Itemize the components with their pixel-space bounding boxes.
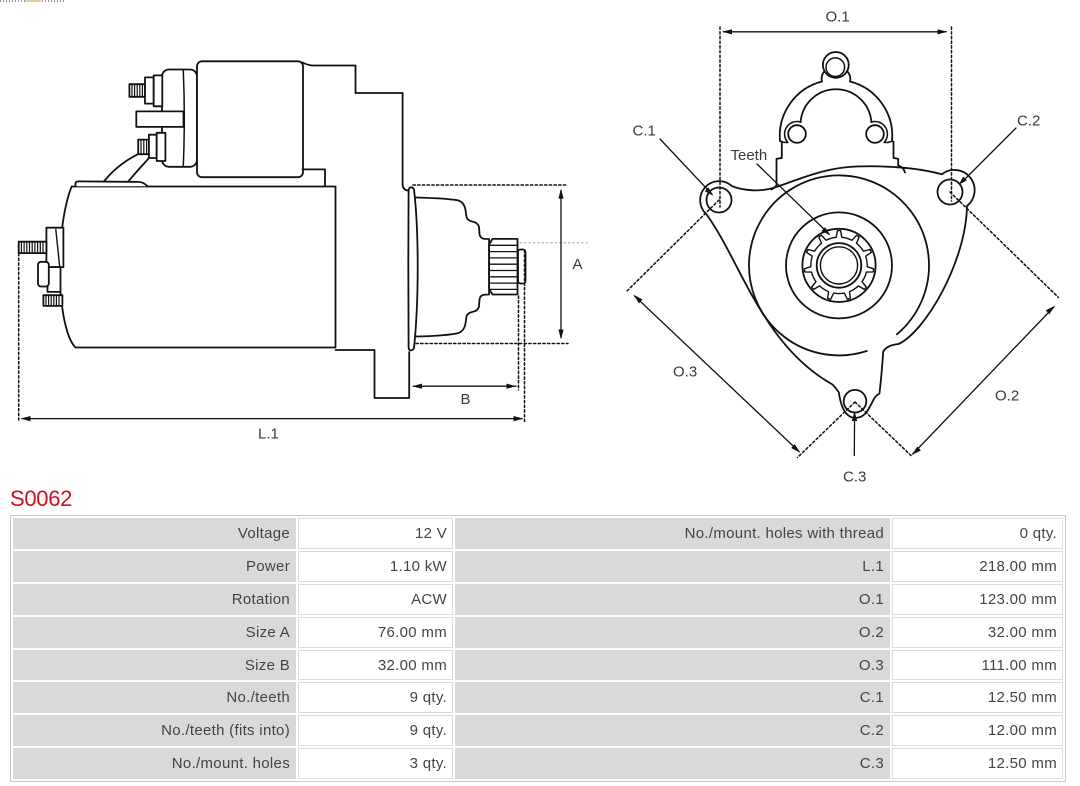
svg-text:B: B (461, 391, 471, 408)
svg-text:Teeth: Teeth (731, 147, 768, 164)
svg-text:O.1: O.1 (826, 9, 850, 26)
svg-text:C.2: C.2 (1017, 113, 1040, 130)
svg-text:A: A (573, 256, 583, 273)
svg-text:O.2: O.2 (995, 388, 1019, 405)
svg-text:C.3: C.3 (843, 469, 866, 486)
svg-text:C.1: C.1 (633, 123, 656, 140)
svg-text:O.3: O.3 (673, 364, 697, 381)
svg-text:L.1: L.1 (258, 426, 279, 443)
